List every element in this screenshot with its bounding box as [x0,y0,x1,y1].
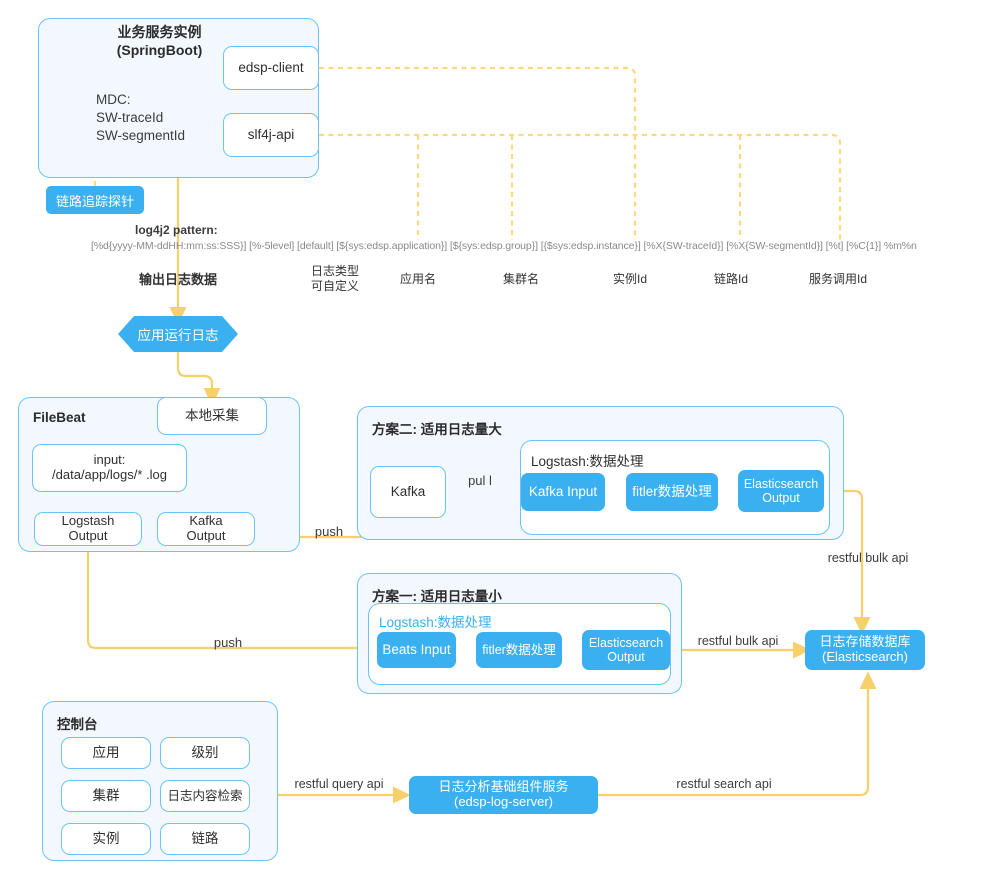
kafka-node[interactable]: Kafka [370,466,446,518]
console-item-trace[interactable]: 链路 [160,823,250,855]
local-collect-box[interactable]: 本地采集 [157,397,267,435]
filebeat-input-box: input: /data/app/logs/* .log [32,444,187,492]
filebeat-input-line2: /data/app/logs/* .log [52,467,167,482]
console-item-level[interactable]: 级别 [160,737,250,769]
edsp-client-box[interactable]: edsp-client [223,46,319,90]
log-analysis-server[interactable]: 日志分析基础组件服务 (edsp-log-server) [409,776,598,814]
log-storage-db-line2: (Elasticsearch) [822,649,908,664]
annotation-service-call-id: 服务调用Id [808,272,868,286]
kafka-output-line2: Output [186,528,226,543]
plan-one-es-output-line1: Elasticsearch [588,636,664,650]
kafka-input-stage[interactable]: Kafka Input [521,473,605,511]
logstash-output-box[interactable]: Logstash Output [34,512,142,546]
annotation-log-type-line2: 可自定义 [310,279,360,293]
log4j2-pattern-title: log4j2 pattern: [135,223,218,237]
app-run-log-hexagon: 应用运行日志 [118,316,238,352]
mdc-label-line1: MDC: [96,92,131,107]
log-analysis-server-line2: (edsp-log-server) [454,794,553,809]
plan-two-logstash-title: Logstash:数据处理 [531,454,644,469]
service-instance-title-line2: (SpringBoot) [116,42,203,58]
service-instance-title-line1: 业务服务实例 [117,24,202,40]
slf4j-api-box[interactable]: slf4j-api [223,113,319,157]
kafka-output-box[interactable]: Kafka Output [157,512,255,546]
plan-two-es-output-line2: Output [762,491,800,505]
annotation-trace-id: 链路Id [713,272,749,286]
plan-two-es-output-stage[interactable]: Elasticsearch Output [738,470,824,512]
plan-one-filter-stage[interactable]: fitler数据处理 [476,632,562,668]
plan-two-es-output-line1: Elasticsearch [743,477,819,491]
logstash-output-line2: Output [68,528,108,543]
console-item-cluster[interactable]: 集群 [61,780,151,812]
plan-one-es-output-stage[interactable]: Elasticsearch Output [582,630,670,670]
console-title: 控制台 [57,717,98,732]
mdc-label-line2: SW-traceId [96,110,164,125]
edge-label-restful-bulk-api-top: restful bulk api [827,551,909,565]
pull-edge-label: pul l [468,473,492,488]
annotation-instance-id: 实例Id [612,272,648,286]
annotation-cluster-name: 集群名 [502,272,540,286]
filebeat-title: FileBeat [33,410,86,425]
console-item-instance[interactable]: 实例 [61,823,151,855]
log-storage-db[interactable]: 日志存储数据库 (Elasticsearch) [805,630,925,670]
plan-two-filter-stage[interactable]: fitler数据处理 [626,473,718,511]
edge-label-restful-query-api: restful query api [294,777,384,791]
log-analysis-server-line1: 日志分析基础组件服务 [438,779,569,795]
edge-label-push-kafka: push [314,524,344,539]
console-item-log-search[interactable]: 日志内容检索 [160,780,250,812]
annotation-app-name: 应用名 [399,272,437,286]
plan-one-title: 方案一: 适用日志量小 [372,589,502,604]
console-item-app[interactable]: 应用 [61,737,151,769]
plan-one-logstash-title: Logstash:数据处理 [379,615,492,630]
app-run-log-label: 应用运行日志 [137,328,219,343]
annotation-output-log-data: 输出日志数据 [138,272,218,287]
filebeat-input-line1: input: [93,452,126,468]
edge-label-restful-bulk-api-bottom: restful bulk api [697,634,779,648]
kafka-output-line1: Kafka [189,513,223,529]
log-storage-db-line1: 日志存储数据库 [819,634,911,650]
edge-label-push-beats: push [213,635,243,650]
plan-one-es-output-line2: Output [607,650,645,664]
log4j2-pattern-text: [%d{yyyy-MM-ddHH:mm:ss:SSS}] [%-5level] … [91,240,917,252]
mdc-label-line3: SW-segmentId [96,128,186,143]
trace-probe-badge[interactable]: 链路追踪探针 [46,186,144,214]
plan-two-title: 方案二: 适用日志量大 [372,422,502,437]
logstash-output-line1: Logstash [61,513,115,529]
beats-input-stage[interactable]: Beats Input [377,632,456,668]
edge-label-restful-search-api: restful search api [676,777,772,791]
hexagon-shape [118,316,238,352]
annotation-log-type-line1: 日志类型 [310,264,360,278]
